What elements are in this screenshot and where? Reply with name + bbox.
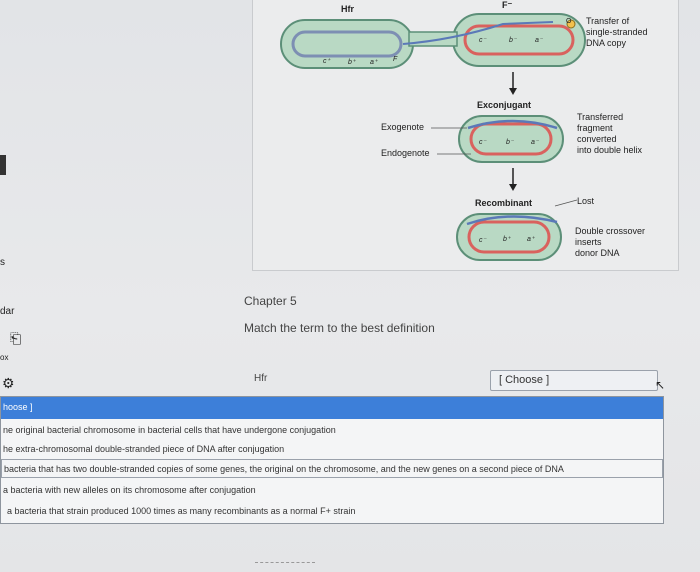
transfer-label: Transfer of single-stranded DNA copy xyxy=(586,16,648,49)
gene-c-minus: c⁻ xyxy=(479,139,487,146)
dropdown-option[interactable]: a bacteria with new alleles on its chrom… xyxy=(3,485,256,495)
transferred-label: Transferred fragment converted into doub… xyxy=(577,112,642,156)
transferred-label-line: Transferred xyxy=(577,112,624,122)
recombinant-cell xyxy=(456,213,562,261)
hfr-label: Hfr xyxy=(341,4,354,14)
origin-marker xyxy=(566,19,576,29)
conjugation-diagram xyxy=(280,13,586,261)
endogenote-label: Endogenote xyxy=(381,148,430,158)
hfr-chromosome xyxy=(291,30,403,58)
gene-a-plus: a⁺ xyxy=(370,59,378,66)
recombinant-label: Recombinant xyxy=(475,198,533,208)
gene-c-plus: c⁺ xyxy=(323,58,331,65)
transferred-label-line: fragment xyxy=(577,123,613,133)
transfer-label-line: Transfer of xyxy=(586,16,630,26)
dropdown-option[interactable]: ne original bacterial chromosome in bact… xyxy=(3,425,336,435)
exconjugant-chromosome xyxy=(469,122,553,156)
gene-b-minus: b⁻ xyxy=(506,139,514,146)
gene-b-minus: b⁻ xyxy=(509,37,517,44)
exogenote-fragment xyxy=(467,119,558,130)
gene-b-plus: b⁺ xyxy=(503,236,511,243)
transferred-strand xyxy=(402,21,554,45)
transfer-label-line: DNA copy xyxy=(586,38,627,48)
exogenote-label: Exogenote xyxy=(381,122,425,132)
mouse-cursor-icon: ↖ xyxy=(655,378,666,392)
double-crossover-label: Double crossover inserts donor DNA xyxy=(575,226,645,259)
arrow-head xyxy=(509,184,517,191)
double-crossover-line: donor DNA xyxy=(575,248,620,258)
question-prompt: Match the term to the best definition xyxy=(244,321,435,335)
dropdown-option[interactable]: a bacteria that strain produced 1000 tim… xyxy=(7,506,356,516)
transfer-label-line: single-stranded xyxy=(586,27,648,37)
gene-b-plus: b⁺ xyxy=(348,59,356,66)
f-minus-label: F⁻ xyxy=(502,0,513,10)
recipient-chromosome xyxy=(463,24,575,56)
gene-c-minus: c⁻ xyxy=(479,37,487,44)
transferred-label-line: into double helix xyxy=(577,145,643,155)
lost-label: Lost xyxy=(577,196,595,206)
recombinant-chromosome xyxy=(467,220,551,254)
conjugation-bridge xyxy=(408,31,458,47)
gene-f: F xyxy=(393,56,398,63)
document-icon[interactable]: ⎗ xyxy=(10,330,22,346)
sidebar-item-s[interactable]: s xyxy=(0,257,5,268)
sidebar-indicator xyxy=(0,155,6,175)
exconjugant-label: Exconjugant xyxy=(477,100,532,110)
gene-c-minus: c⁻ xyxy=(479,237,487,244)
exconjugant-cell xyxy=(458,115,564,163)
divider xyxy=(255,562,315,564)
definition-dropdown-list[interactable]: hoose ] ne original bacterial chromosome… xyxy=(0,396,664,524)
gene-a-plus: a⁺ xyxy=(527,236,535,243)
lost-pointer xyxy=(554,199,578,207)
double-crossover-line: Double crossover xyxy=(575,226,646,236)
dropdown-option[interactable]: bacteria that has two double-stranded co… xyxy=(1,459,663,478)
arrow-head xyxy=(509,88,517,95)
lost-fragment xyxy=(466,215,558,226)
paint-icon[interactable]: ⚙ xyxy=(2,375,15,391)
dropdown-option-choose[interactable]: hoose ] xyxy=(1,397,663,419)
gene-o: O xyxy=(566,18,572,25)
double-crossover-line: inserts xyxy=(575,237,602,247)
sidebar-item-calendar[interactable]: dar xyxy=(0,306,15,317)
gene-a-minus: a⁻ xyxy=(531,139,539,146)
transferred-label-line: converted xyxy=(577,134,617,144)
left-sidebar: s dar ⎗ ox ⚙ xyxy=(0,0,62,572)
conjugation-figure: Hfr F⁻ c⁺ b⁺ a⁺ F c⁻ b⁻ a⁻ O Transfer of… xyxy=(252,0,679,271)
gene-a-minus: a⁻ xyxy=(535,37,543,44)
dropdown-option[interactable]: he extra-chromosomal double-stranded pie… xyxy=(3,444,285,454)
definition-select[interactable]: [ Choose ] xyxy=(490,370,658,391)
chapter-heading: Chapter 5 xyxy=(244,294,297,308)
term-label: Hfr xyxy=(254,373,268,384)
sidebar-item-inbox[interactable]: ox xyxy=(0,353,9,362)
